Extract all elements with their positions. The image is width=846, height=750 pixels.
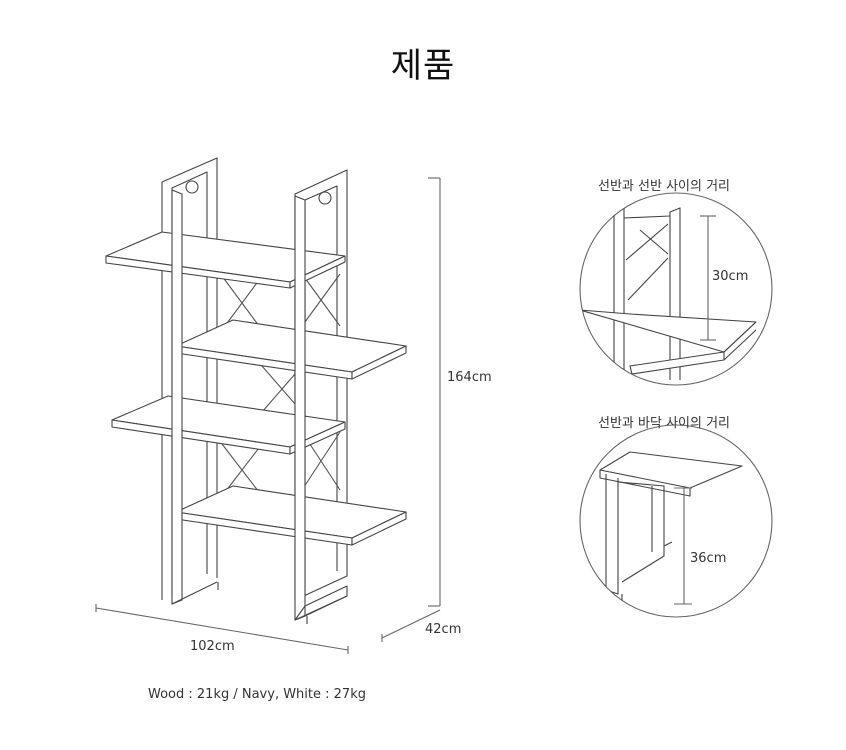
front-left-post [171,189,183,605]
height-dimension-line [428,177,441,607]
floor-gap-label: 36cm [690,551,727,566]
detail-caption-floor-gap: 선반과 바닥 사이의 거리 [598,416,730,431]
cross-brace [221,273,341,497]
shelf-gap-label: 30cm [712,269,749,284]
detail-circle-shelf-gap [579,192,773,386]
left-post [161,157,218,600]
width-dimension-line [95,604,349,654]
shelf-bottom [175,485,407,546]
depth-label: 42cm [425,622,462,637]
height-label: 164cm [447,370,492,385]
shelf-third [111,395,346,455]
depth-dimension-line [381,609,441,642]
weight-note: Wood : 21kg / Navy, White : 27kg [148,687,366,702]
page-title: 제품 [390,46,456,86]
width-label: 102cm [190,639,235,654]
shelf-top [105,231,346,289]
detail-circle-floor-gap [579,424,773,618]
shelf-second [175,319,407,380]
detail-caption-shelf-gap: 선반과 선반 사이의 거리 [598,179,730,194]
